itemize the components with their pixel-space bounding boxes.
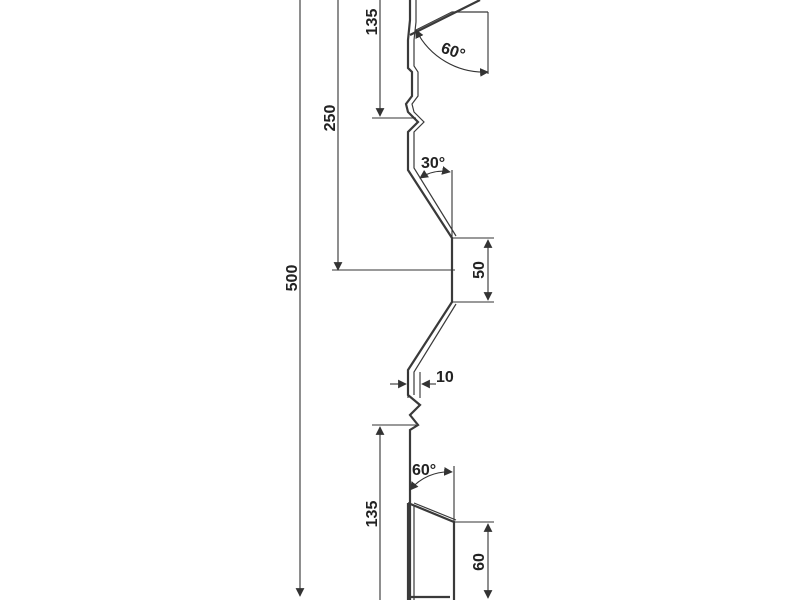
bottom-fin — [407, 501, 456, 600]
dimension-bottom-rib: 60 — [454, 521, 494, 599]
bottom-fin-inner — [413, 502, 457, 521]
dimension-fold-width: 10 — [390, 369, 454, 398]
dimension-top-offset: 135 — [364, 0, 416, 119]
angle-top: 60° — [415, 12, 489, 77]
sheet-profile — [404, 0, 488, 600]
top-fin — [409, 0, 481, 36]
angle-bottom-label: 60° — [412, 462, 436, 479]
dimension-half-label: 250 — [322, 105, 339, 132]
dimension-overall-label: 500 — [284, 265, 301, 292]
profile-thickness-line-bottom — [413, 303, 457, 395]
dimension-bottom-rib-label: 60 — [471, 553, 488, 571]
profile-thickness-line — [411, 0, 457, 237]
profile-outline-top — [404, 0, 454, 600]
dimension-bottom-offset-label: 135 — [364, 501, 381, 528]
dimension-rib-label: 50 — [471, 261, 488, 279]
angle-bottom: 60° — [409, 462, 455, 522]
dimension-bottom-offset: 135 — [364, 424, 416, 600]
dimension-top-offset-label: 135 — [364, 9, 381, 36]
top-fin-inner — [415, 11, 488, 31]
dimension-fold-width-label: 10 — [436, 369, 454, 386]
dimension-rib: 50 — [452, 237, 494, 303]
angle-mid-label: 30° — [421, 155, 445, 172]
dimension-half: 250 — [322, 0, 455, 271]
dimension-overall: 500 — [284, 0, 305, 597]
angle-mid: 30° — [419, 155, 453, 238]
